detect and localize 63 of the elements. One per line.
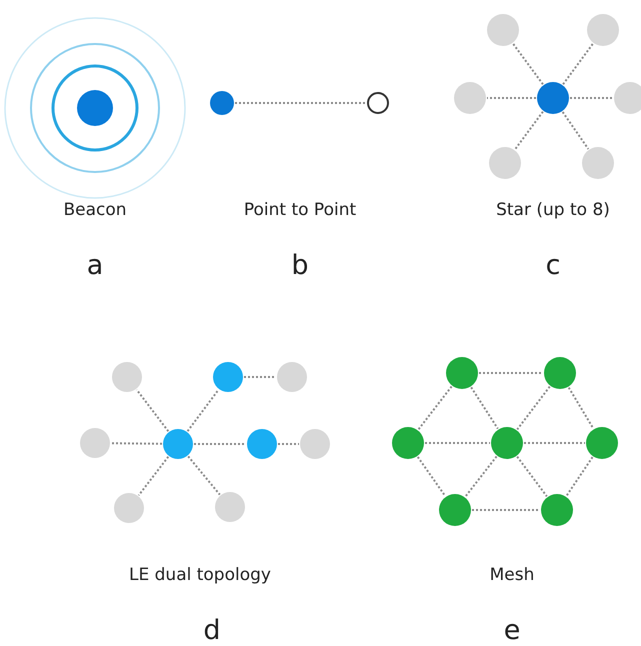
dotted-link: [425, 442, 490, 444]
dotted-link: [194, 443, 246, 445]
device-dot: [454, 82, 486, 114]
dotted-link: [470, 386, 499, 430]
device-dot: [77, 90, 113, 126]
device-dot: [586, 427, 618, 459]
device-dot: [163, 429, 193, 459]
panel-letter: b: [291, 250, 309, 281]
device-dot: [446, 357, 478, 389]
dotted-link: [110, 442, 162, 445]
dotted-link: [278, 443, 299, 445]
device-dot: [392, 427, 424, 459]
device-dot: [541, 494, 573, 526]
device-dot: [215, 492, 245, 522]
dotted-link: [244, 376, 276, 378]
dotted-link: [464, 456, 498, 498]
topology-caption: LE dual topology: [129, 565, 271, 585]
panel-letter: e: [504, 615, 520, 646]
topology-caption: Mesh: [490, 565, 534, 585]
device-dot: [487, 14, 519, 46]
dotted-link: [187, 456, 221, 496]
device-dot: [300, 429, 330, 459]
device-dot: [544, 357, 576, 389]
panel-letter: a: [86, 250, 104, 281]
dotted-link: [516, 456, 548, 497]
dotted-link: [524, 442, 585, 444]
dotted-link: [514, 111, 544, 150]
dotted-link: [562, 43, 594, 85]
dotted-link: [472, 509, 540, 511]
dotted-link: [138, 456, 170, 496]
device-dot: [367, 92, 389, 114]
dotted-link: [566, 456, 594, 496]
topology-caption: Star (up to 8): [496, 200, 610, 220]
device-dot: [489, 147, 521, 179]
device-dot: [213, 362, 243, 392]
dotted-link: [568, 387, 594, 429]
dotted-link: [235, 102, 366, 104]
dotted-link: [136, 389, 170, 432]
device-dot: [537, 82, 569, 114]
device-dot: [582, 147, 614, 179]
device-dot: [114, 493, 144, 523]
dotted-link: [487, 97, 536, 99]
device-dot: [614, 82, 641, 114]
dotted-link: [562, 111, 590, 150]
dotted-link: [479, 372, 543, 374]
device-dot: [587, 14, 619, 46]
dotted-link: [512, 43, 544, 85]
device-dot: [210, 91, 234, 115]
topology-caption: Point to Point: [244, 200, 356, 220]
dotted-link: [570, 97, 613, 99]
device-dot: [277, 362, 307, 392]
device-dot: [247, 429, 277, 459]
device-dot: [112, 362, 142, 392]
device-dot: [491, 427, 523, 459]
panel-letter: c: [546, 250, 560, 281]
dotted-link: [418, 386, 452, 430]
device-dot: [80, 428, 110, 458]
dotted-link: [186, 389, 220, 432]
topology-caption: Beacon: [63, 200, 127, 220]
panel-letter: d: [203, 615, 221, 646]
dotted-link: [416, 456, 446, 497]
device-dot: [439, 494, 471, 526]
dotted-link: [516, 386, 551, 430]
